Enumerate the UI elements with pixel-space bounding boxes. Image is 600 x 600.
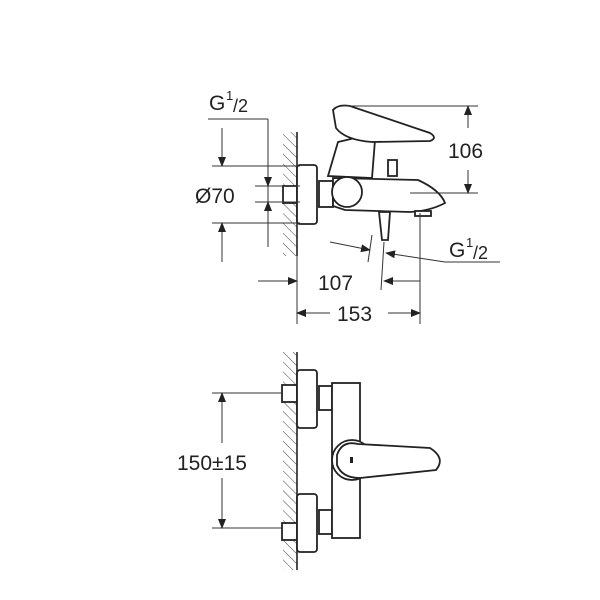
svg-text:G: G bbox=[449, 239, 465, 262]
brand-mark bbox=[350, 457, 353, 463]
label-rosette-diameter: Ø70 bbox=[195, 185, 235, 208]
inlet-pipe bbox=[282, 185, 298, 204]
dim-line bbox=[380, 241, 385, 291]
label-outlet-thread: G 1 /2 bbox=[449, 235, 488, 263]
front-view: 150±15 bbox=[177, 352, 441, 570]
svg-text:G: G bbox=[209, 92, 225, 115]
lever-handle bbox=[332, 104, 435, 143]
body-cylinder bbox=[331, 176, 363, 208]
svg-text:/2: /2 bbox=[473, 243, 488, 263]
inlet-pipe-lower bbox=[281, 522, 298, 541]
label-height: 106 bbox=[448, 140, 483, 163]
inlet-pipe-upper bbox=[281, 384, 298, 403]
label-spout-projection: 107 bbox=[318, 272, 353, 295]
hose-outlet bbox=[377, 211, 391, 241]
label-inlet-thread: G 1 /2 bbox=[209, 88, 248, 116]
dim-arrow bbox=[385, 250, 446, 263]
hex-nut-upper bbox=[318, 385, 333, 411]
rosette-lower bbox=[296, 493, 318, 553]
diverter-knob bbox=[387, 159, 398, 177]
label-overall-projection: 153 bbox=[337, 303, 372, 326]
label-centre-distance: 150±15 bbox=[177, 452, 247, 475]
lever-handle bbox=[336, 442, 441, 479]
hex-nut bbox=[318, 180, 334, 208]
rosette-upper bbox=[296, 369, 318, 429]
svg-text:/2: /2 bbox=[233, 96, 248, 116]
svg-text:1: 1 bbox=[466, 235, 473, 250]
side-view: G 1 /2 Ø70 106 107 153 G bbox=[195, 88, 500, 326]
wall-hatch bbox=[283, 352, 297, 570]
dim-line bbox=[367, 234, 373, 263]
dim-arrow bbox=[329, 241, 371, 253]
svg-text:1: 1 bbox=[226, 88, 233, 103]
aerator bbox=[414, 210, 432, 217]
rosette bbox=[296, 164, 318, 225]
hex-nut-lower bbox=[318, 509, 333, 535]
